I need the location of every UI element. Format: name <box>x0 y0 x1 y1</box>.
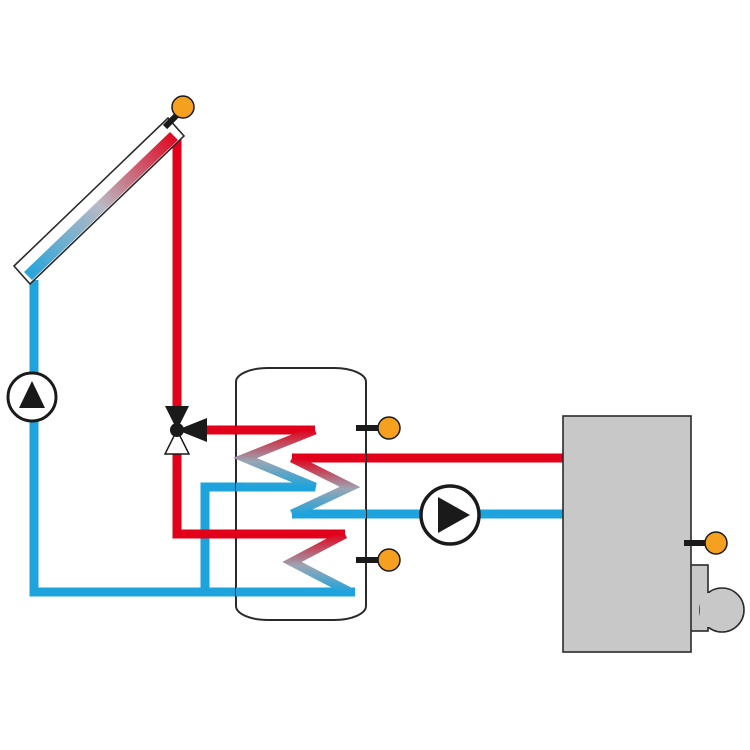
collector-sensor <box>162 95 195 130</box>
valve-top-triangle <box>165 406 189 430</box>
tank-sensor-bottom <box>356 548 401 572</box>
boiler-sensor <box>684 531 728 555</box>
boiler <box>562 415 692 653</box>
three-way-valve <box>163 406 207 455</box>
valve-bottom-triangle <box>163 428 191 455</box>
temperature-sensor-icon <box>377 416 401 440</box>
three-way-valve-icon <box>170 423 184 437</box>
boiler-icon <box>562 415 692 653</box>
burner <box>687 564 745 633</box>
upper-heat-exchanger <box>233 425 317 492</box>
temperature-sensor-icon <box>377 548 401 572</box>
valve-right-triangle <box>177 418 207 442</box>
solar-pump <box>6 371 58 423</box>
tank-sensor-top <box>356 416 401 440</box>
temperature-sensor-icon <box>171 95 195 119</box>
hot-pipes <box>172 135 563 539</box>
solar-collector <box>12 116 186 286</box>
lower-heat-exchanger <box>282 530 353 596</box>
boiler-pump <box>419 484 481 546</box>
storage-tank <box>235 367 367 621</box>
boiler-coil <box>289 453 361 519</box>
temperature-sensor-icon <box>704 531 728 555</box>
